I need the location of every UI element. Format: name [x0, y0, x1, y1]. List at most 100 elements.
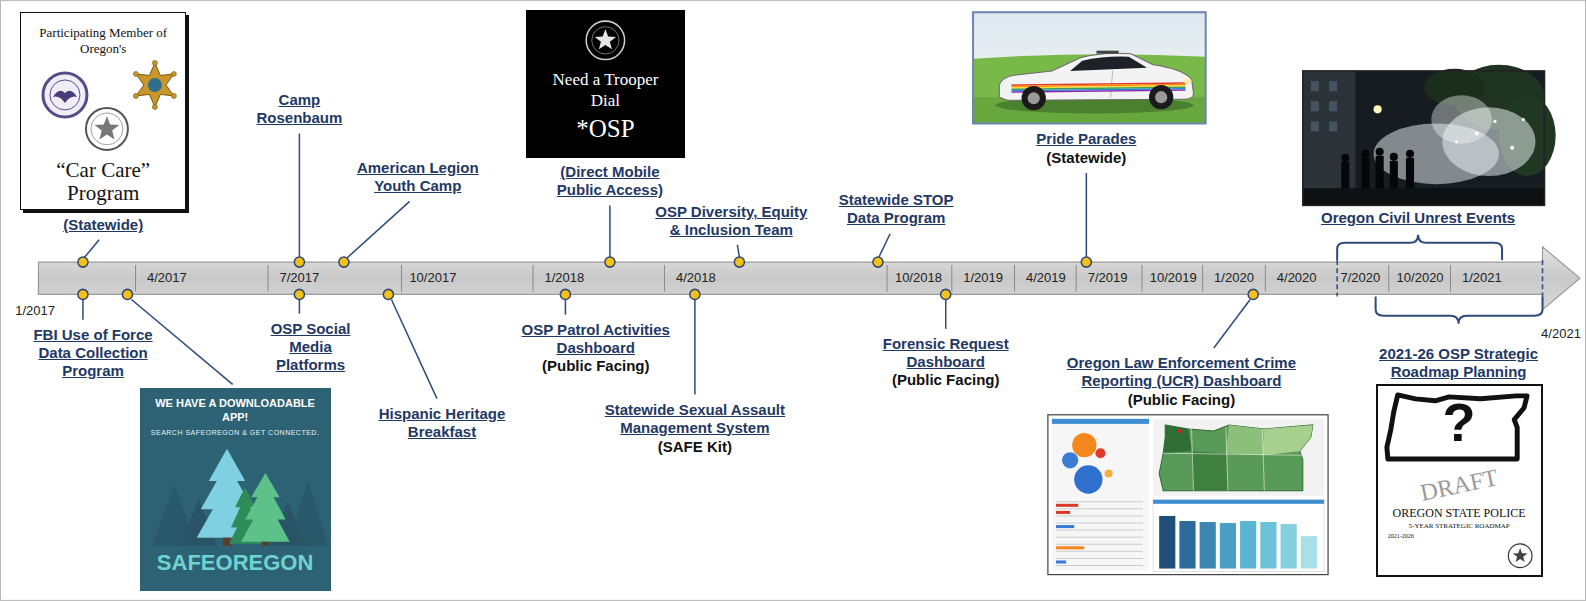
dashboard-screenshot: [1260, 522, 1276, 569]
tick-mark: [1014, 265, 1015, 291]
civil-unrest-photo: [1303, 188, 1545, 205]
event-dot: [294, 257, 304, 267]
badge-emblems: [43, 73, 87, 117]
pride-car-photo: [973, 54, 1206, 123]
cover-subtitle: 5-YEAR STRATEGIC ROADMAP: [1408, 522, 1511, 531]
pride-car-photo: [1070, 57, 1147, 71]
app-advert: WE HAVE A DOWNLOADABLE APP!SEARCH SAFEOR…: [140, 388, 331, 590]
date-tick-label: 4/2017: [146, 270, 187, 286]
event-dot: [1248, 289, 1258, 299]
event-label: OSP Diversity, Equity & Inclusion Team: [654, 203, 809, 239]
date-tick-label: 10/2019: [1149, 270, 1197, 286]
dashboard-screenshot: [1179, 521, 1195, 569]
event-dot: [122, 289, 132, 299]
app-brand: SAFEOREGON: [156, 550, 314, 576]
date-tick-label: 10/2020: [1396, 270, 1444, 286]
leader-line: [84, 240, 99, 258]
period-dash: [1542, 260, 1544, 296]
trooper-badge: [592, 27, 619, 54]
period-bracket: [1376, 296, 1543, 323]
dashboard-screenshot: [1056, 546, 1084, 549]
dashboard-screenshot: [1072, 433, 1096, 457]
event-label: OSP Patrol Activities Dashboard: [520, 321, 672, 357]
date-label: 1/2017: [14, 303, 56, 319]
leader-line: [737, 245, 739, 257]
dashboard-screenshot: [1052, 419, 1149, 424]
date-tick-label: 4/2018: [675, 270, 716, 286]
dashboard-screenshot: [1056, 504, 1078, 507]
civil-unrest-photo: [1361, 150, 1369, 158]
dashboard-screenshot: [1159, 425, 1313, 491]
civil-unrest-photo: [1329, 101, 1337, 111]
event-dot: [78, 257, 1258, 299]
date-tick-label: 7/2019: [1087, 270, 1128, 286]
date-label: 4/2021: [1540, 326, 1582, 342]
app-trees: [241, 473, 290, 542]
tick-mark: [951, 265, 952, 291]
event-label: Forensic Request Dashboard: [881, 335, 1010, 371]
event-label: (Statewide): [62, 216, 145, 234]
civil-unrest-photo: [1329, 121, 1337, 131]
event-note: (Public Facing): [1126, 391, 1236, 409]
event-label: (Direct Mobile Public Access): [555, 163, 665, 199]
civil-unrest-photo: [1376, 148, 1384, 156]
roadmap-cover-art: [1508, 544, 1532, 568]
date-tick-label: 7/2020: [1340, 270, 1381, 286]
dashboard-screenshot: [1220, 523, 1236, 569]
dashboard-screenshot: [1056, 523, 1143, 524]
leader-line: [694, 299, 696, 394]
cover-title: OREGON STATE POLICE: [1392, 506, 1527, 520]
badge-emblems: [91, 113, 123, 145]
event-dot: [78, 257, 88, 267]
tick-mark: [136, 265, 1451, 291]
event-dot: [690, 289, 700, 299]
date-tick-label: 4/2020: [1276, 270, 1317, 286]
dashboard-screenshot: [1153, 419, 1324, 496]
civil-unrest-photo: [1475, 132, 1479, 136]
event-dot: [560, 289, 570, 299]
civil-unrest-photo: [1522, 118, 1525, 121]
dashboard-screenshot: [1153, 500, 1324, 572]
dashboard-screenshot: [1074, 465, 1102, 493]
period-bracket: [1337, 235, 1502, 260]
badge-emblems: [153, 105, 158, 110]
dashboard-screenshot: [1056, 525, 1074, 528]
civil-unrest-photo: [1303, 71, 1545, 206]
event-label: American Legion Youth Camp: [355, 159, 480, 195]
dashboard-screenshot: [1159, 516, 1175, 569]
pride-car-photo: [1096, 51, 1118, 54]
app-subheading: SEARCH SAFEOREGON & GET CONNECTED.: [150, 428, 320, 437]
civil-unrest-photo: [1311, 81, 1319, 91]
leader-line: [299, 134, 301, 257]
date-tick-label: 4/2019: [1025, 270, 1066, 286]
leader-line: [1214, 299, 1250, 348]
civil-unrest-photo: [1493, 120, 1496, 123]
tick-mark: [664, 265, 665, 291]
leader-line: [1086, 173, 1088, 257]
event-dot: [734, 257, 744, 267]
period-dash: [1336, 260, 1338, 296]
trooper-badge: [595, 29, 616, 49]
civil-unrest-photo: [1341, 148, 1414, 188]
dashboard-screenshot: [1200, 522, 1216, 569]
tick-mark: [401, 265, 402, 291]
date-tick-label: 7/2017: [279, 270, 320, 286]
event-note: (Public Facing): [541, 357, 651, 375]
leader-line: [879, 234, 890, 257]
dashboard-screenshot: [1062, 452, 1078, 468]
period-dash: [1337, 260, 1542, 296]
dashboard-screenshot: [1192, 451, 1228, 490]
event-label: Camp Rosenbaum: [255, 91, 344, 127]
badge-emblems: [153, 61, 158, 66]
tick-mark: [135, 265, 136, 291]
question-mark: ?: [1442, 392, 1476, 452]
civil-unrest-photo: [1361, 158, 1369, 188]
date-tick-label: 10/2017: [409, 270, 457, 286]
civil-unrest-photo: [1329, 81, 1337, 91]
program-text: Participating Member of Oregon's: [27, 25, 179, 57]
app-trees: [223, 538, 231, 546]
roadmap-cover: ?DRAFTOREGON STATE POLICE5-YEAR STRATEGI…: [1376, 384, 1543, 576]
tick-mark: [1202, 265, 1203, 291]
